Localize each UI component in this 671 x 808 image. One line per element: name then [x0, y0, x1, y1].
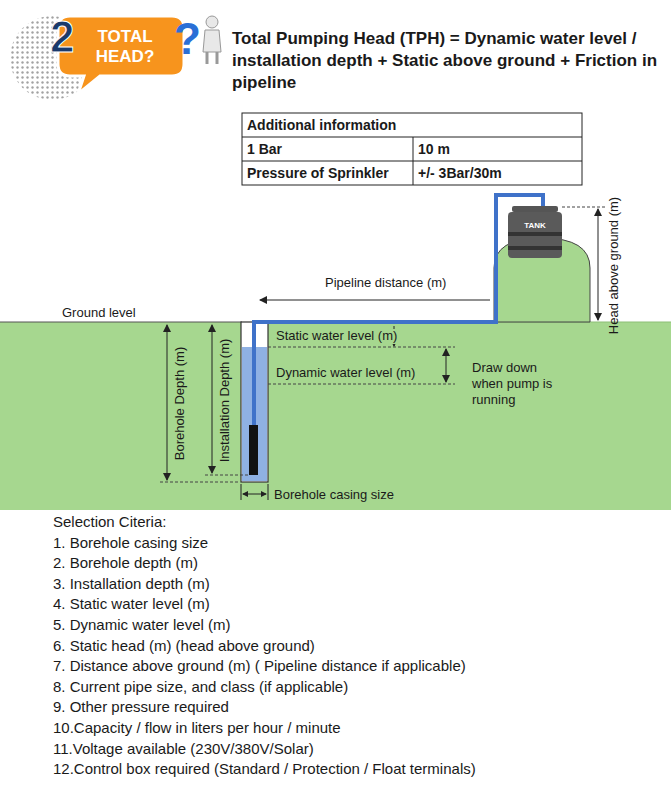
list-heading: Selection Citeria: [53, 513, 166, 530]
criteria-item: 3. Installation depth (m) [53, 575, 210, 592]
ground-label: Ground level [62, 306, 136, 321]
criteria-item: 10.Capacity / flow in liters per hour / … [53, 719, 341, 736]
criteria-item: 2. Borehole depth (m) [53, 554, 198, 571]
big-number: 2 [50, 12, 74, 63]
level-label: Dynamic water level (m) [275, 366, 416, 381]
level-label: Static water level (m) [275, 329, 398, 344]
table-cell: +/- 3Bar/30m [418, 165, 502, 181]
title-badge: TOTAL HEAD? [70, 22, 180, 74]
question-mark: ? [174, 14, 201, 65]
table-cell: 10 m [418, 141, 450, 157]
casing-label: Borehole casing size [274, 488, 394, 503]
criteria-item: 8. Current pipe size, and class (if appl… [53, 678, 348, 695]
criteria-item: 6. Static head (m) (head above ground) [53, 637, 315, 654]
tank: TANK [508, 220, 562, 232]
criteria-item: 7. Distance above ground (m) ( Pipeline … [53, 657, 466, 674]
dimension-label: Head above ground (m) [608, 196, 623, 333]
table-cell: 1 Bar [247, 141, 282, 157]
criteria-item: 4. Static water level (m) [53, 595, 210, 612]
criteria-item: 9. Other pressure required [53, 698, 229, 715]
note-label: Draw down when pump is running [472, 360, 568, 408]
criteria-item: 12.Control box required (Standard / Prot… [53, 760, 476, 777]
dimension-label: Installation Depth (m) [219, 338, 234, 462]
table-header: Additional information [247, 117, 396, 133]
dimension-label: Borehole Depth (m) [174, 346, 189, 459]
title: Total Pumping Head (TPH) = Dynamic water… [232, 28, 666, 94]
criteria-item: 11.Voltage available (230V/380V/Solar) [53, 740, 314, 757]
table-cell: Pressure of Sprinkler [247, 165, 389, 181]
badge-text: TOTAL HEAD? [80, 27, 170, 67]
tank-label: TANK [508, 220, 562, 232]
criteria-item: 1. Borehole casing size [53, 534, 208, 551]
criteria-item: 5. Dynamic water level (m) [53, 616, 231, 633]
dimension-label: Pipeline distance (m) [325, 276, 446, 291]
